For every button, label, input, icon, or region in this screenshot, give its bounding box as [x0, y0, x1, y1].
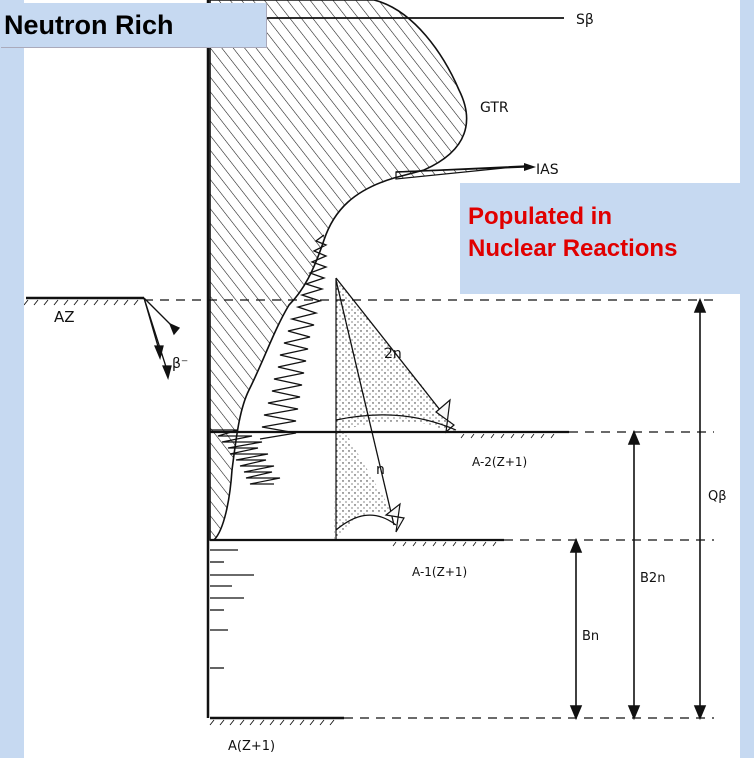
b-n-arrow — [569, 537, 583, 721]
strength-distribution — [209, 0, 468, 541]
a-minus-2-level-label: A-2(Z+1) — [472, 455, 527, 469]
low-lying-levels — [210, 549, 254, 669]
b-n-label: Bn — [582, 629, 599, 644]
decay-scheme-diagram: Sβ GTR IAS AZ β⁻ 2n n A-2(Z+1) A-1(Z+1) … — [24, 0, 727, 754]
beta-minus-label: β⁻ — [172, 356, 188, 372]
ground-level-label: A(Z+1) — [228, 739, 275, 754]
two-n-label: 2n — [384, 346, 402, 362]
callout-line-1: Populated in — [468, 203, 612, 230]
callout-box: Populated in Nuclear Reactions — [460, 183, 754, 294]
q-beta-label: Qβ — [708, 489, 727, 504]
s-beta-label: Sβ — [576, 12, 594, 28]
parent-nucleus-label: AZ — [54, 308, 75, 326]
beta-decay-arrows — [143, 297, 181, 381]
callout-line-2: Nuclear Reactions — [468, 235, 678, 262]
decay-scheme-figure: Sβ GTR IAS AZ β⁻ 2n n A-2(Z+1) A-1(Z+1) … — [24, 0, 740, 758]
fine-structure — [259, 234, 328, 440]
q-beta-arrow — [693, 297, 707, 721]
one-n-label: n — [376, 462, 385, 478]
a-minus-1-level-label: A-1(Z+1) — [412, 565, 467, 579]
b-2n-label: B2n — [640, 571, 665, 586]
title-banner: Neutron Rich — [0, 3, 266, 47]
ias-label: IAS — [536, 162, 559, 178]
b-2n-arrow — [627, 429, 641, 721]
gtr-label: GTR — [480, 100, 509, 116]
two-n-emission-region — [334, 278, 459, 540]
